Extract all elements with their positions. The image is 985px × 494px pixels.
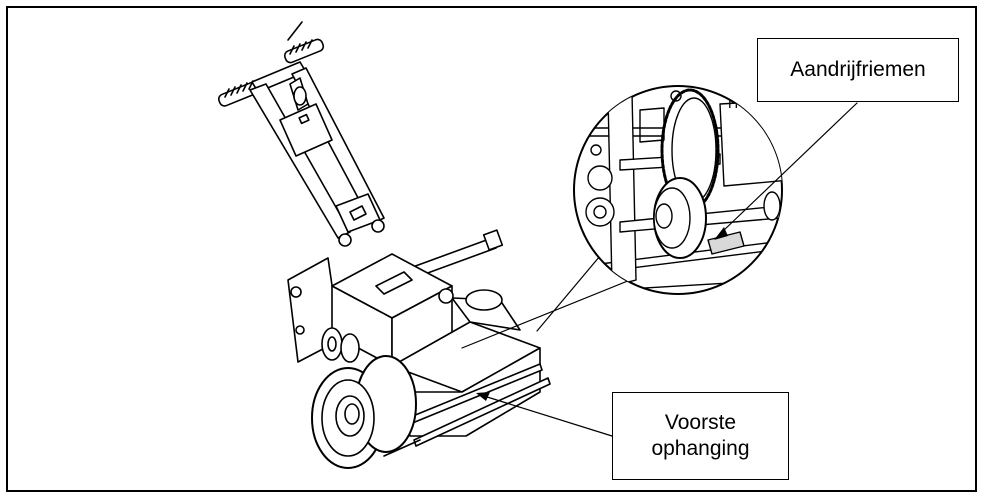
leader-front-suspension xyxy=(483,395,613,437)
leader-drive-belts xyxy=(721,102,858,233)
label-drive-belts: Aandrijfriemen xyxy=(757,38,959,102)
label-front-suspension: Voorste ophanging xyxy=(612,392,789,480)
handle-assembly xyxy=(217,21,385,247)
chassis xyxy=(287,229,551,457)
svg-text:H V: H V xyxy=(728,95,752,111)
leader-lines xyxy=(476,102,858,437)
handle-grip-left xyxy=(217,80,261,107)
detail-magnifier: H V xyxy=(461,85,783,349)
front-wheel xyxy=(311,355,417,469)
handle-grip-right xyxy=(283,38,325,64)
